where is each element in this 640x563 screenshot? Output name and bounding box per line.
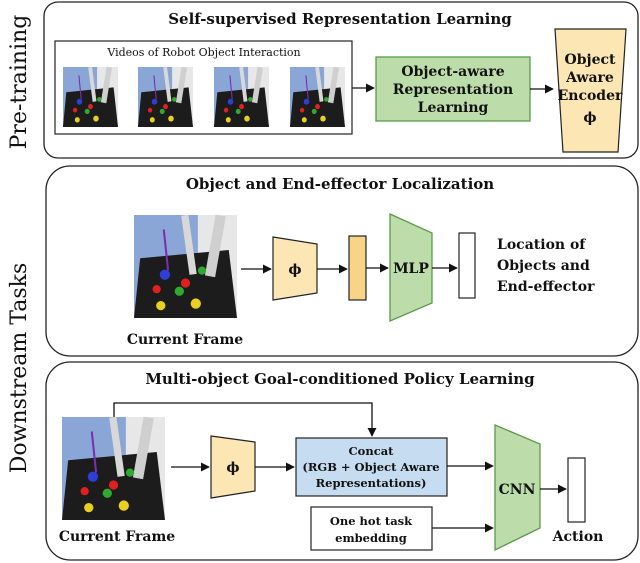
localization-frame-label: Current Frame [127,332,243,348]
videos-label: Videos of Robot Object Interaction [106,46,300,59]
onehot-line-2: embedding [335,531,407,545]
location-line-1: Location of [497,237,586,253]
video-frame-1 [63,66,118,127]
encoder-line-2: Aware [565,70,614,86]
pretraining-title: Self-supervised Representation Learning [168,10,512,28]
side-label-pretraining: Pre-training [7,15,32,150]
object-aware-encoder [554,28,627,153]
latent-feature-box [348,235,367,301]
video-frame-4 [290,66,345,127]
action-label: Action [552,529,604,545]
localization-title: Object and End-effector Localization [186,175,494,193]
concat-line-1: Concat [349,444,395,458]
location-line-2: Objects and [497,258,590,274]
video-frame-3 [214,66,269,127]
mlp-label: MLP [393,261,429,277]
encoder-line-3: Encoder [558,88,623,104]
policy-encoder-phi [210,435,256,499]
localization-encoder-phi [272,236,318,301]
action-output-box [567,457,586,523]
localization-phi-label: ϕ [288,262,301,278]
object-aware-learning-box [375,56,531,122]
localization-output-box [458,232,476,299]
concat-line-2: (RGB + Object Aware [302,460,439,474]
arrow-frame-to-concat-skip [113,402,377,437]
localization-current-frame-image [134,214,237,318]
side-label-downstream: Downstream Tasks [7,263,32,474]
oarl-line-1: Object-aware [401,64,504,80]
policy-phi-label: ϕ [226,460,239,476]
policy-title: Multi-object Goal-conditioned Policy Lea… [145,370,535,388]
concat-box [295,437,448,497]
concat-line-3: Representations) [316,476,427,490]
encoder-line-1: Object [565,52,616,68]
video-frame-2 [138,66,193,127]
onehot-box [310,506,433,551]
location-line-3: End-effector [497,279,595,295]
policy-current-frame-image [62,416,165,520]
oarl-line-2: Representation [393,82,513,98]
cnn-block [494,424,541,552]
encoder-phi: ϕ [583,110,596,126]
cnn-label: CNN [499,482,536,498]
mlp-block [389,212,433,322]
oarl-line-3: Learning [418,100,489,116]
onehot-line-1: One hot task [330,514,413,528]
policy-frame-label: Current Frame [59,529,175,545]
